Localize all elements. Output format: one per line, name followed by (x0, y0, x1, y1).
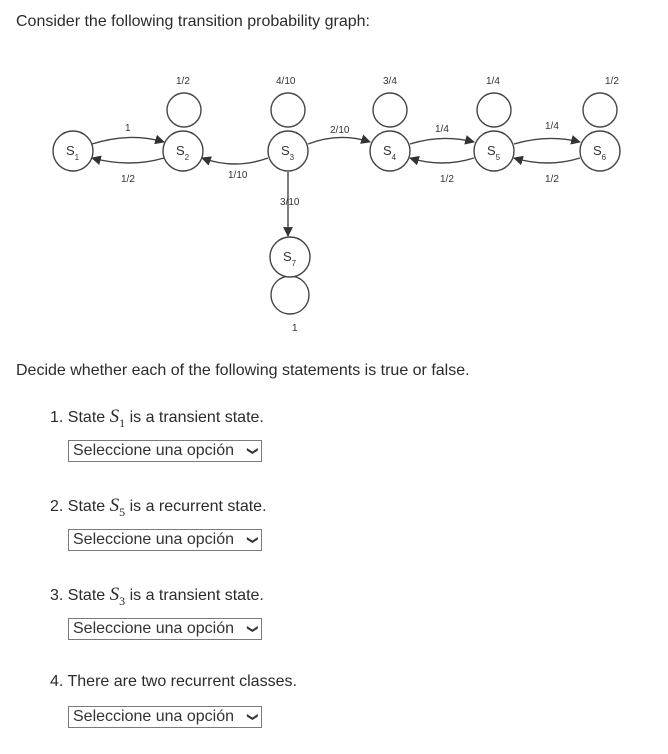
question-4: 4. There are two recurrent classes. (50, 673, 297, 691)
loop-s7 (270, 275, 310, 315)
question-post: is a recurrent state. (129, 498, 267, 515)
edge-s1-s2 (91, 134, 165, 145)
question-pre: State (67, 498, 106, 515)
state-s7-label: S7 (283, 249, 297, 268)
edge-s5-s4 (409, 155, 475, 166)
label-s6-s5: 1/2 (545, 174, 559, 185)
state-variable: S1 (109, 406, 126, 430)
select-value: Seleccione una opción (73, 708, 235, 725)
label-s5-loop: 1/4 (486, 76, 500, 87)
question-text: There are two recurrent classes. (67, 673, 297, 690)
label-s4-s5: 1/4 (435, 124, 449, 135)
edge-s3-s2 (201, 156, 269, 166)
transition-graph: S1 S2 S3 S4 S5 S6 S7 1 1/2 1/2 1/10 4/10… (52, 76, 621, 334)
state-s4-label: S4 (383, 143, 397, 162)
question-number: 2. (50, 498, 64, 515)
loop-s4 (372, 92, 408, 128)
loop-s6 (582, 92, 618, 128)
question-number: 4. (50, 673, 64, 690)
label-s4-loop: 3/4 (383, 76, 397, 87)
answer-select-3[interactable]: Seleccione una opción ❯ (68, 618, 262, 640)
edge-s4-s5 (409, 135, 475, 145)
state-s5 (473, 130, 515, 172)
question-post: is a transient state. (129, 587, 264, 604)
select-value: Seleccione una opción (73, 442, 235, 459)
state-s3-label: S3 (281, 143, 295, 162)
question-3: 3. State S3 is a transient state. (50, 584, 264, 609)
loop-s2 (166, 92, 202, 128)
label-s5-s6: 1/4 (545, 121, 559, 132)
edge-s3-s4 (307, 134, 371, 145)
state-s3 (267, 130, 309, 172)
question-post: is a transient state. (129, 409, 264, 426)
state-s2-label: S2 (176, 143, 190, 162)
chevron-down-icon: ❯ (246, 712, 259, 722)
state-s1-label: S1 (66, 143, 80, 162)
state-s6 (579, 130, 621, 172)
label-s3-s2: 1/10 (228, 170, 248, 181)
state-s2 (162, 130, 204, 172)
label-s1-s2: 1 (125, 123, 131, 134)
state-s5-label: S5 (487, 143, 501, 162)
question-pre: State (67, 409, 106, 426)
state-s6-label: S6 (593, 143, 607, 162)
label-s7-loop: 1 (292, 323, 298, 334)
label-s5-s4: 1/2 (440, 174, 454, 185)
label-s2-loop: 1/2 (176, 76, 190, 87)
intro-text: Consider the following transition probab… (16, 13, 370, 30)
answer-select-4[interactable]: Seleccione una opción ❯ (68, 706, 262, 728)
question-1: 1. State S1 is a transient state. (50, 406, 264, 431)
loop-s5 (476, 92, 512, 128)
chevron-down-icon: ❯ (246, 535, 259, 545)
label-s2-s1: 1/2 (121, 174, 135, 185)
edge-s5-s6 (513, 135, 581, 145)
edge-s6-s5 (513, 155, 581, 166)
label-s6-loop: 1/2 (605, 76, 619, 87)
label-s3-s4: 2/10 (330, 125, 350, 136)
question-number: 3. (50, 587, 64, 604)
select-value: Seleccione una opción (73, 620, 235, 637)
select-value: Seleccione una opción (73, 531, 235, 548)
state-variable: S5 (109, 495, 126, 519)
edge-s2-s1 (91, 155, 165, 165)
label-s3-loop: 4/10 (276, 76, 296, 87)
state-s7 (269, 236, 311, 278)
question-number: 1. (50, 409, 64, 426)
label-s3-s7: 3/10 (280, 197, 300, 208)
state-s4 (369, 130, 411, 172)
loop-s3 (270, 92, 306, 128)
state-variable: S3 (109, 584, 126, 608)
answer-select-2[interactable]: Seleccione una opción ❯ (68, 529, 262, 551)
question-pre: State (67, 587, 106, 604)
answer-select-1[interactable]: Seleccione una opción ❯ (68, 440, 262, 462)
chevron-down-icon: ❯ (246, 446, 259, 456)
instructions-text: Decide whether each of the following sta… (16, 362, 470, 379)
state-s1 (52, 130, 94, 172)
chevron-down-icon: ❯ (246, 624, 259, 634)
question-2: 2. State S5 is a recurrent state. (50, 495, 267, 520)
